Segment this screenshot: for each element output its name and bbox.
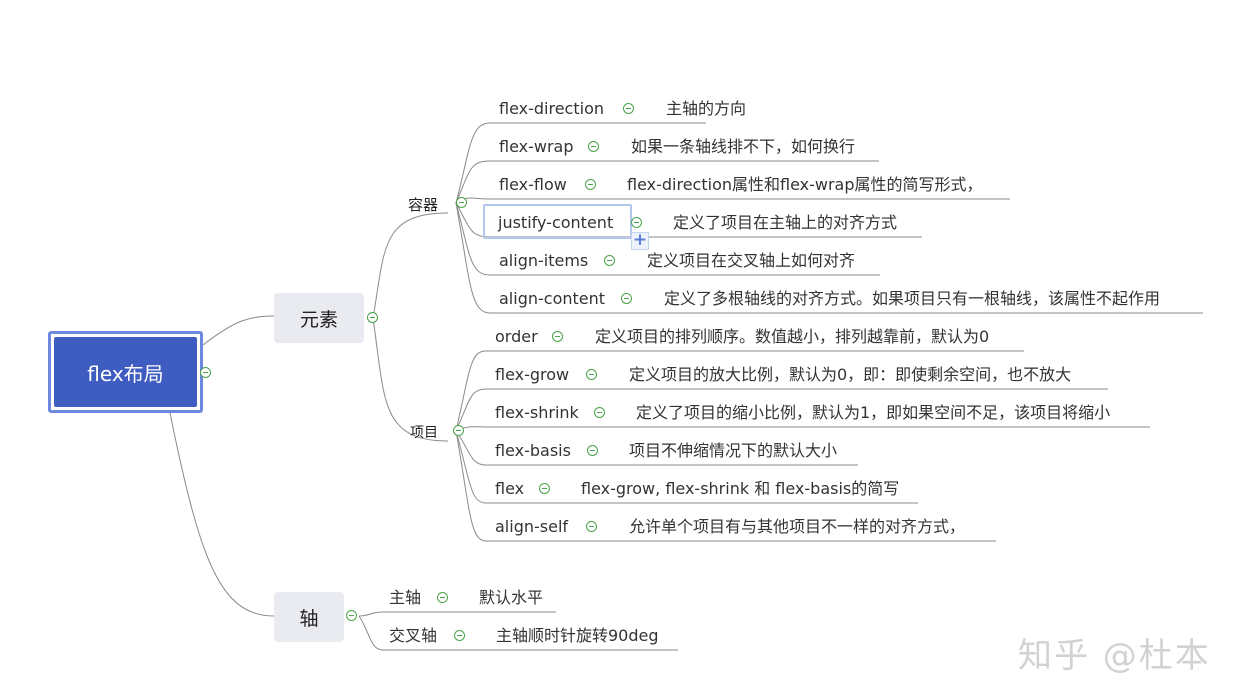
leaf-node[interactable]: flex-shrink — [495, 403, 579, 422]
collapse-toggle-icon[interactable] — [367, 312, 378, 323]
watermark: 知乎 @杜本 — [1018, 636, 1211, 676]
collapse-toggle-icon[interactable] — [587, 445, 598, 456]
collapse-toggle-icon[interactable] — [454, 630, 465, 641]
leaf-node[interactable]: flex-wrap — [499, 137, 574, 156]
leaf-description[interactable]: flex-grow, flex-shrink 和 flex-basis的简写 — [581, 479, 900, 498]
leaf-description[interactable]: 默认水平 — [479, 588, 544, 607]
collapse-toggle-icon[interactable] — [437, 592, 448, 603]
leaf-node[interactable]: flex-flow — [499, 175, 567, 194]
leaf-description[interactable]: 定义项目在交叉轴上如何对齐 — [647, 251, 856, 270]
branch-node-elements[interactable]: 元素 — [274, 293, 364, 343]
collapse-toggle-icon[interactable] — [594, 407, 605, 418]
root-node-label: flex布局 — [54, 337, 197, 407]
collapse-toggle-icon[interactable] — [586, 369, 597, 380]
collapse-toggle-icon[interactable] — [453, 425, 464, 436]
leaf-description[interactable]: 定义项目的放大比例，默认为0，即：即使剩余空间，也不放大 — [629, 365, 1072, 384]
leaf-description[interactable]: flex-direction属性和flex-wrap属性的简写形式， — [627, 175, 983, 194]
collapse-toggle-icon[interactable] — [621, 293, 632, 304]
branch-label: 轴 — [299, 607, 319, 630]
leaf-node[interactable]: flex — [495, 479, 525, 498]
root-node[interactable]: flex布局 — [48, 331, 203, 413]
leaf-node[interactable]: align-items — [499, 251, 589, 270]
leaf-node[interactable]: flex-grow — [495, 365, 570, 384]
leaf-description[interactable]: 主轴顺时针旋转90deg — [496, 626, 659, 645]
collapse-toggle-icon[interactable] — [604, 255, 615, 266]
collapse-toggle-icon[interactable] — [623, 103, 634, 114]
leaf-node[interactable]: 交叉轴 — [389, 626, 438, 645]
leaf-node[interactable]: justify-content — [498, 213, 614, 232]
leaf-description[interactable]: 如果一条轴线排不下，如何换行 — [631, 137, 856, 156]
add-node-plus-icon[interactable]: + — [631, 230, 649, 250]
collapse-toggle-icon[interactable] — [585, 179, 596, 190]
leaf-node[interactable]: flex-basis — [495, 441, 571, 460]
leaf-node[interactable]: 主轴 — [389, 588, 422, 607]
leaf-description[interactable]: 定义项目的排列顺序。数值越小，排列越靠前，默认为0 — [595, 327, 990, 346]
collapse-toggle-icon[interactable] — [588, 141, 599, 152]
group-node-container[interactable]: 容器 — [408, 196, 439, 214]
leaf-node[interactable]: order — [495, 327, 538, 346]
collapse-toggle-icon[interactable] — [539, 483, 550, 494]
collapse-toggle-icon[interactable] — [552, 331, 563, 342]
leaf-description[interactable]: 项目不伸缩情况下的默认大小 — [629, 441, 838, 460]
group-node-item[interactable]: 项目 — [410, 425, 438, 441]
collapse-toggle-icon[interactable] — [631, 217, 642, 228]
leaf-description[interactable]: 允许单个项目有与其他项目不一样的对齐方式， — [629, 517, 966, 536]
collapse-toggle-icon[interactable] — [456, 197, 467, 208]
leaf-description[interactable]: 定义了项目的缩小比例，默认为1，即如果空间不足，该项目将缩小 — [636, 403, 1111, 422]
leaf-description[interactable]: 定义了多根轴线的对齐方式。如果项目只有一根轴线，该属性不起作用 — [664, 289, 1161, 308]
collapse-toggle-icon[interactable] — [200, 367, 211, 378]
branch-label: 元素 — [299, 308, 338, 331]
leaf-node[interactable]: align-content — [499, 289, 606, 308]
branch-node-axis[interactable]: 轴 — [274, 592, 344, 642]
leaf-description[interactable]: 定义了项目在主轴上的对齐方式 — [673, 213, 898, 232]
leaf-node[interactable]: flex-direction — [499, 99, 604, 118]
leaf-description[interactable]: 主轴的方向 — [666, 99, 747, 118]
collapse-toggle-icon[interactable] — [586, 521, 597, 532]
leaf-node[interactable]: align-self — [495, 517, 569, 536]
collapse-toggle-icon[interactable] — [346, 610, 357, 621]
